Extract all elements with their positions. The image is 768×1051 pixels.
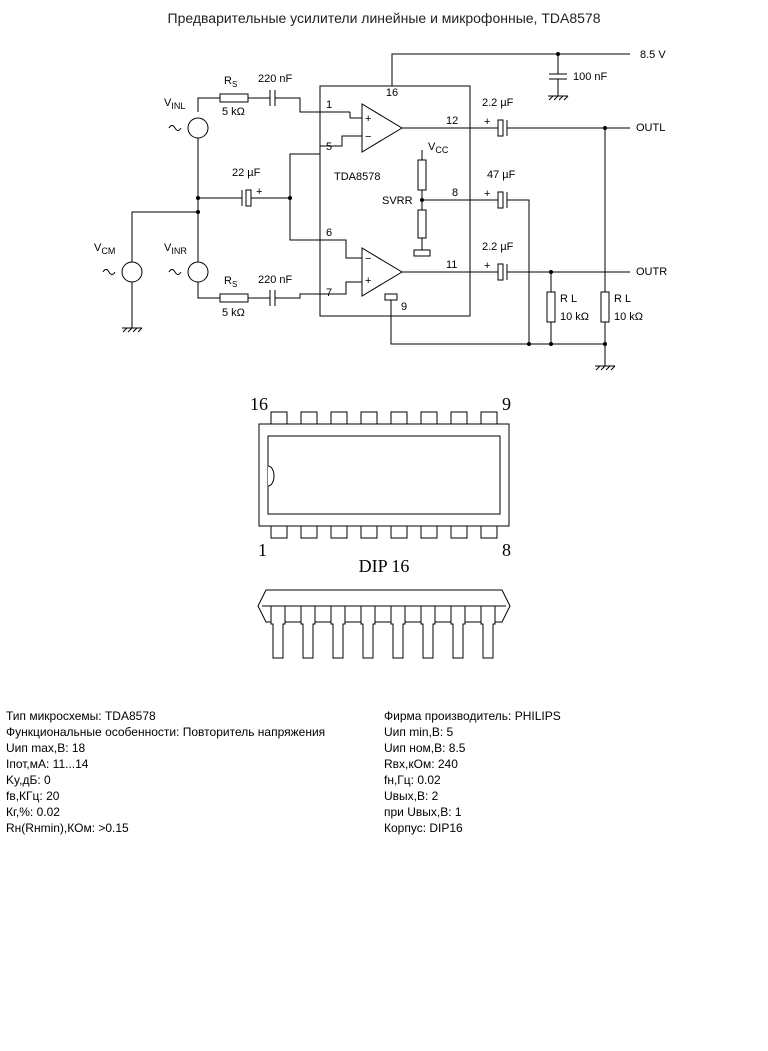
decoupling-cap-label: 100 nF [573,71,608,83]
rl-left-name: R L [614,293,631,305]
chip-body [319,85,471,317]
rl-right-value: 10 kΩ [560,311,589,323]
dip16-package-drawing: 16 9 1 8 DIP 16 [250,394,511,659]
dip-package-name: DIP 16 [359,556,410,576]
rs-left-name: RS [224,75,237,89]
vinr-label: VINR [164,242,187,256]
dip-pin8-label: 8 [502,540,511,560]
resistor-rs-right [219,293,249,303]
specs-right: Фирма производитель: PHILIPS Uип min,B: … [384,708,561,836]
rl-right-name: R L [560,293,577,305]
opamp-1 [361,103,403,153]
dip-side-leads [270,605,496,659]
resistor-rl-left [600,291,610,323]
spec-features: Функциональные особенности: Повторитель … [6,725,326,739]
svrr-cap-plus: + [484,188,490,200]
resistor-rl-right [546,291,556,323]
spec-upper-freq: fв,КГц: 20 [6,789,60,803]
spec-current: Iпот,мА: 11...14 [6,757,89,771]
ac-source-icon [168,125,182,131]
input-cap-left-label: 220 nF [258,73,293,85]
pin-label-12: 12 [446,115,458,127]
dip-pin9-label: 9 [502,394,511,414]
circuit-schematic: 16 8.5 V 100 nF RS 5 kΩ 220 nF RS 5 kΩ 2… [94,49,667,371]
spec-output-voltage: Uвых,B: 2 [384,789,439,803]
supply-voltage-label: 8.5 V [640,49,666,61]
spec-supply-max: Uип max,B: 18 [6,741,86,755]
specs-left: Тип микросхемы: TDA8578 Функциональные о… [6,708,325,836]
rs-right-name: RS [224,275,237,289]
opamp1-minus: − [365,131,371,143]
pin-label-7: 7 [326,287,332,299]
spec-input-resistance: Rвх,кОм: 240 [384,757,458,771]
output-cap-left-label: 2.2 µF [482,97,514,109]
vcc-label: VCC [428,141,449,155]
page-title: Предварительные усилители линейные и мик… [167,10,601,26]
rs-left-value: 5 kΩ [222,106,245,118]
spec-lower-freq: fн,Гц: 0.02 [384,773,441,787]
spec-supply-nominal: Uип ном,B: 8.5 [384,741,466,755]
spec-load: Rн(Rнmin),КОм: >0.15 [6,821,129,835]
output-cap-left-plus: + [484,116,490,128]
opamp2-minus: − [365,253,371,265]
spec-supply-min: Uип min,B: 5 [384,725,454,739]
outl-label: OUTL [636,122,665,134]
svrr-label: SVRR [382,195,413,207]
spec-thd: Кг,%: 0.02 [6,805,60,819]
pin-label-11: 11 [446,259,457,271]
opamp2-plus: + [365,275,371,287]
rs-right-value: 5 kΩ [222,307,245,319]
outr-label: OUTR [636,266,667,278]
pin-label-1: 1 [326,99,332,111]
spec-gain: Ky,дБ: 0 [6,773,51,787]
pin-label-9: 9 [401,301,407,313]
pin-label-8: 8 [452,187,458,199]
pin-label-5: 5 [326,141,332,153]
pin-label-16: 16 [386,87,398,99]
input-cap-right-label: 220 nF [258,274,293,286]
output-cap-right-label: 2.2 µF [482,241,514,253]
spec-at-output: при Uвых,B: 1 [384,805,462,819]
rl-left-value: 10 kΩ [614,311,643,323]
mid-cap-plus: + [256,186,262,198]
vinl-label: VINL [164,97,185,111]
spec-manufacturer: Фирма производитель: PHILIPS [384,709,561,723]
resistor-rs-left [219,93,249,103]
ac-source-icon [102,269,116,275]
dip-pin16-label: 16 [250,394,268,414]
ac-source-icon [168,269,182,275]
chip-name-label: TDA8578 [334,171,380,183]
output-cap-right-plus: + [484,260,490,272]
mid-cap-label: 22 µF [232,167,261,179]
spec-package: Корпус: DIP16 [384,821,463,835]
dip-pin1-label: 1 [258,540,267,560]
opamp1-plus: + [365,113,371,125]
svrr-cap-label: 47 µF [487,169,516,181]
pin-label-6: 6 [326,227,332,239]
opamp-2 [361,247,403,297]
vcm-label: VCM [94,242,115,256]
spec-chip-type: Тип микросхемы: TDA8578 [6,709,156,723]
